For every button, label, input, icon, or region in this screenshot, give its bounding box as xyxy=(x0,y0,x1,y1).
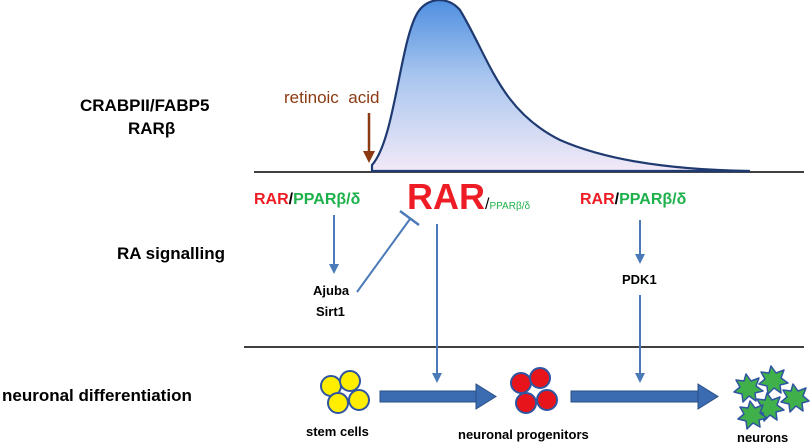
inhibition-line xyxy=(356,218,411,293)
neuronal-progenitors-icon xyxy=(510,367,558,414)
pdk1-label: PDK1 xyxy=(622,272,657,287)
rar-center-text: RAR xyxy=(407,176,485,217)
ajuba-label: Ajuba xyxy=(313,283,350,298)
crabp-label-line2: RARβ xyxy=(128,119,176,138)
stem-cells-icon xyxy=(320,370,370,414)
stem-to-progenitor-arrow xyxy=(379,383,497,410)
ra-concentration-curve xyxy=(370,0,751,173)
neurons-icon xyxy=(733,365,810,430)
ppar-center-text: PPARβ/δ xyxy=(489,201,531,212)
ppar-left-text: PPARβ/δ xyxy=(293,191,361,208)
neuronal-differentiation-label: neuronal differentiation xyxy=(2,386,192,405)
crabp-label-line1: CRABPII/FABP5 xyxy=(80,96,210,115)
ra-signalling-label: RA signalling xyxy=(117,244,225,263)
rar-ppar-center: RAR/PPARβ/δ xyxy=(407,176,530,218)
rar-ppar-left: RAR/PPARβ/δ xyxy=(254,191,360,209)
inhibition-bar xyxy=(399,210,420,226)
ppar-right-text: PPARβ/δ xyxy=(619,191,687,208)
slash-center: / xyxy=(485,196,490,213)
neuronal-progenitors-label: neuronal progenitors xyxy=(458,427,589,442)
progenitor-to-neuron-arrow xyxy=(570,383,719,410)
rar-left-text: RAR xyxy=(254,191,289,208)
slash-left: / xyxy=(288,191,294,208)
rar-right-text: RAR xyxy=(580,191,615,208)
stem-cells-label: stem cells xyxy=(306,424,369,439)
slash-right: / xyxy=(614,191,620,208)
retinoic-acid-label: retinoic acid xyxy=(284,88,380,107)
rar-ppar-right: RAR/PPARβ/δ xyxy=(580,191,686,209)
sirt1-label: Sirt1 xyxy=(316,304,345,319)
neurons-label: neurons xyxy=(737,430,789,445)
